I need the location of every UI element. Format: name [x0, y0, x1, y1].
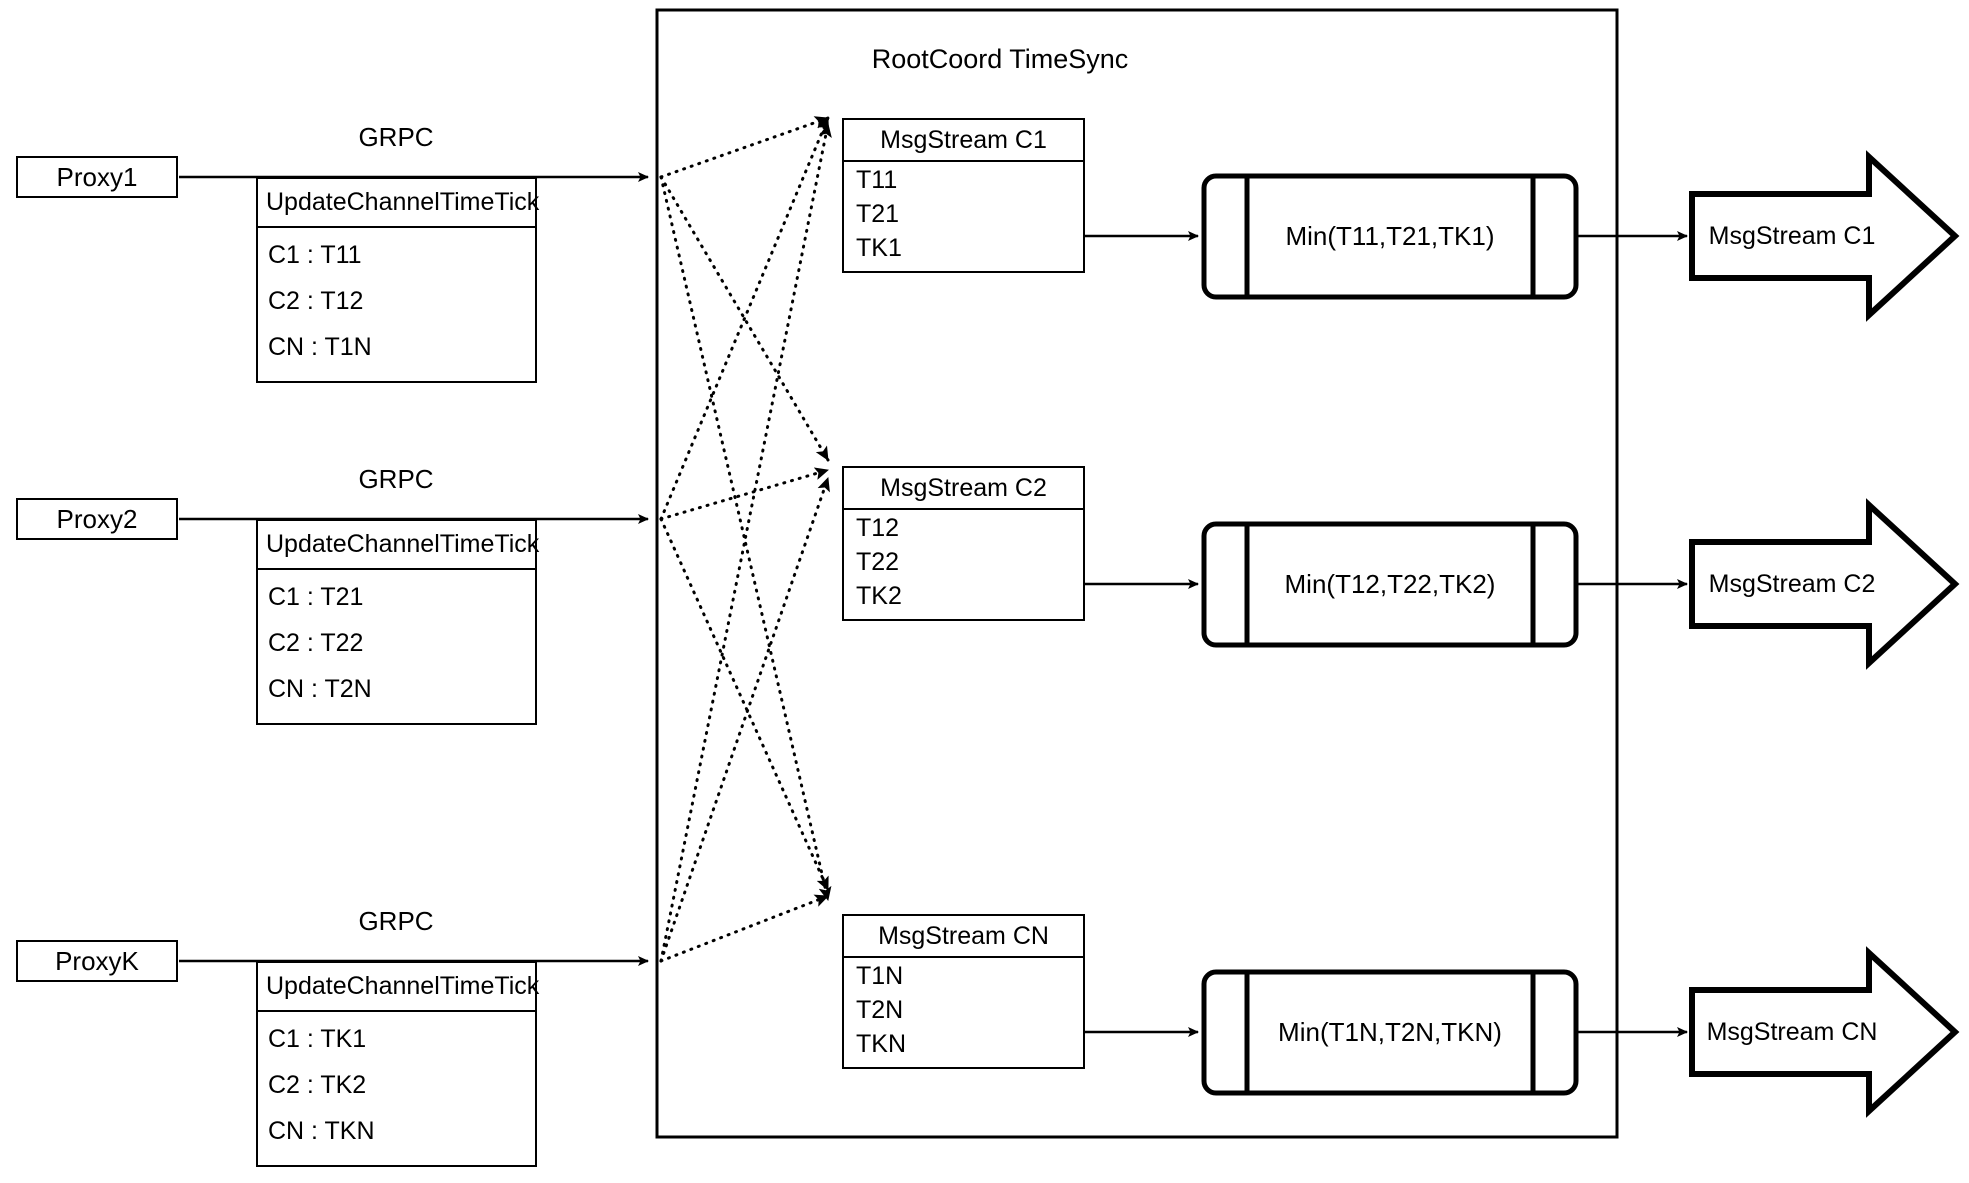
proxy-box-proxy1[interactable]: Proxy1 — [16, 156, 178, 198]
timetick-row: C2 : T12 — [268, 286, 364, 315]
update-channel-timetick-title: UpdateChannelTimeTick — [258, 521, 539, 570]
output-msgstream-c1-label: MsgStream C1 — [1708, 221, 1876, 250]
container-title: RootCoord TimeSync — [871, 44, 1129, 74]
update-channel-timetick-rows: C1 : T11 C2 : T12 CN : T1N — [258, 228, 535, 381]
update-channel-timetick-title: UpdateChannelTimeTick — [258, 179, 539, 228]
timetick-row: CN : T1N — [268, 333, 372, 362]
msgstream-ticks: T1N T2N TKN — [844, 958, 1083, 1069]
min-label: Min(T12,T22,TK2) — [1284, 569, 1496, 599]
dotted-p1-c2 — [659, 175, 830, 462]
dotted-p2-c1 — [659, 116, 830, 521]
dotted-pk-c1 — [659, 122, 832, 963]
grpc-label-proxy1: GRPC — [358, 122, 434, 152]
proxy-box-proxyk[interactable]: ProxyK — [16, 940, 178, 982]
output-msgstream-cn-label: MsgStream CN — [1706, 1017, 1878, 1046]
timetick-row: C1 : T11 — [268, 240, 362, 269]
update-channel-timetick-box-proxyk[interactable]: UpdateChannelTimeTick C1 : TK1 C2 : TK2 … — [256, 961, 539, 1167]
min-label: Min(T1N,T2N,TKN) — [1278, 1017, 1502, 1047]
update-channel-timetick-box-proxy1[interactable]: UpdateChannelTimeTick C1 : T11 C2 : T12 … — [256, 177, 539, 383]
msgstream-title: MsgStream C2 — [844, 468, 1083, 510]
msgstream-ticks: T12 T22 TK2 — [844, 510, 1083, 621]
dotted-p1-c1 — [659, 116, 830, 179]
timetick-row: C1 : T21 — [268, 582, 364, 611]
msgstream-box-cn[interactable]: MsgStream CN T1N T2N TKN — [842, 914, 1085, 1069]
tick-row: T22 — [856, 547, 900, 576]
tick-row: T12 — [856, 514, 900, 543]
min-process-c2[interactable]: Min(T12,T22,TK2) — [1204, 524, 1576, 645]
timetick-row: C2 : T22 — [268, 628, 364, 657]
update-channel-timetick-rows: C1 : TK1 C2 : TK2 CN : TKN — [258, 1012, 535, 1165]
msgstream-ticks: T11 T21 TK1 — [844, 162, 1083, 273]
grpc-label-proxyk: GRPC — [358, 906, 434, 936]
min-label: Min(T11,T21,TK1) — [1285, 221, 1495, 251]
msgstream-title: MsgStream C1 — [844, 120, 1083, 162]
update-channel-timetick-title: UpdateChannelTimeTick — [258, 963, 539, 1012]
tick-row: T2N — [856, 995, 904, 1024]
proxy-label: Proxy1 — [56, 161, 138, 192]
tick-row: T1N — [856, 962, 904, 991]
tick-row: T11 — [856, 166, 898, 195]
msgstream-title: MsgStream CN — [844, 916, 1083, 958]
timetick-row: CN : T2N — [268, 675, 372, 704]
msgstream-box-c1[interactable]: MsgStream C1 T11 T21 TK1 — [842, 118, 1085, 273]
dotted-p2-c2 — [659, 467, 830, 521]
timetick-row: CN : TKN — [268, 1117, 375, 1146]
grpc-label-proxy2: GRPC — [358, 464, 434, 494]
msgstream-box-c2[interactable]: MsgStream C2 T12 T22 TK2 — [842, 466, 1085, 621]
timetick-row: C1 : TK1 — [268, 1024, 367, 1053]
tick-row: TK2 — [856, 581, 902, 610]
proxy-label: ProxyK — [55, 945, 139, 976]
update-channel-timetick-rows: C1 : T21 C2 : T22 CN : T2N — [258, 570, 535, 723]
proxy-box-proxy2[interactable]: Proxy2 — [16, 498, 178, 540]
tick-row: TK1 — [856, 233, 902, 262]
timetick-row: C2 : TK2 — [268, 1070, 367, 1099]
dotted-p1-cn — [659, 175, 832, 902]
min-process-cn[interactable]: Min(T1N,T2N,TKN) — [1204, 972, 1576, 1093]
update-channel-timetick-box-proxy2[interactable]: UpdateChannelTimeTick C1 : T21 C2 : T22 … — [256, 519, 539, 725]
min-process-c1[interactable]: Min(T11,T21,TK1) — [1204, 176, 1576, 297]
tick-row: TKN — [856, 1029, 906, 1058]
output-msgstream-c2-label: MsgStream C2 — [1708, 569, 1876, 598]
tick-row: T21 — [856, 199, 900, 228]
dotted-pk-c2 — [659, 476, 830, 963]
dotted-p2-cn — [659, 517, 830, 892]
dotted-pk-cn — [659, 894, 830, 963]
proxy-label: Proxy2 — [56, 503, 138, 534]
